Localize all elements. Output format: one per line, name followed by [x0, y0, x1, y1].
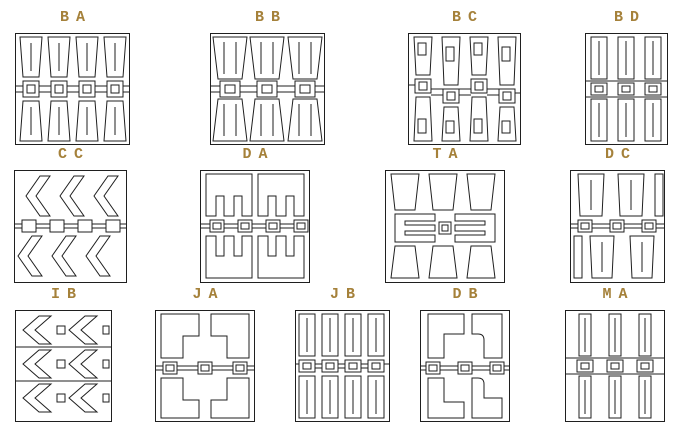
- tread-pattern-da-drawing: [200, 170, 310, 283]
- pattern-label-bb: BB: [254, 9, 287, 26]
- pattern-label-jb: JB: [329, 286, 362, 303]
- pattern-cell-bd: BD: [585, 7, 668, 145]
- pattern-cell-da: DA: [200, 144, 310, 283]
- pattern-cell-ja: JA: [155, 284, 255, 422]
- pattern-cell-bc: BC: [408, 7, 521, 145]
- pattern-cell-jb: JB: [295, 284, 390, 422]
- pattern-label-ma: MA: [602, 286, 635, 303]
- tread-pattern-bb-drawing: [210, 33, 325, 145]
- pattern-label-cc: CC: [57, 146, 90, 163]
- pattern-label-db: DB: [452, 286, 485, 303]
- pattern-cell-cc: CC: [14, 144, 127, 283]
- pattern-label-bc: BC: [451, 9, 484, 26]
- tread-pattern-jb-drawing: [295, 310, 390, 422]
- tread-pattern-ba-drawing: [15, 33, 130, 145]
- tread-pattern-ta-drawing: [385, 170, 505, 283]
- pattern-cell-ib: IB: [15, 284, 112, 422]
- tread-pattern-ja-drawing: [155, 310, 255, 422]
- pattern-label-bd: BD: [613, 9, 646, 26]
- tread-pattern-bd-drawing: [585, 33, 668, 145]
- pattern-cell-db: DB: [420, 284, 510, 422]
- pattern-cell-ta: TA: [385, 144, 505, 283]
- tread-pattern-bc-drawing: [408, 33, 521, 145]
- pattern-label-ta: TA: [432, 146, 465, 163]
- tread-pattern-cc-drawing: [14, 170, 127, 283]
- tread-pattern-ib-drawing: [15, 310, 112, 422]
- pattern-cell-dc: DC: [570, 144, 665, 283]
- pattern-cell-ma: MA: [565, 284, 665, 422]
- pattern-label-ja: JA: [192, 286, 225, 303]
- pattern-cell-ba: BA: [15, 7, 130, 145]
- tread-pattern-db-drawing: [420, 310, 510, 422]
- pattern-label-da: DA: [242, 146, 275, 163]
- pattern-label-ib: IB: [50, 286, 83, 303]
- pattern-cell-bb: BB: [210, 7, 325, 145]
- pattern-label-dc: DC: [604, 146, 637, 163]
- tread-pattern-dc-drawing: [570, 170, 665, 283]
- pattern-label-ba: BA: [59, 9, 92, 26]
- tread-pattern-ma-drawing: [565, 310, 665, 422]
